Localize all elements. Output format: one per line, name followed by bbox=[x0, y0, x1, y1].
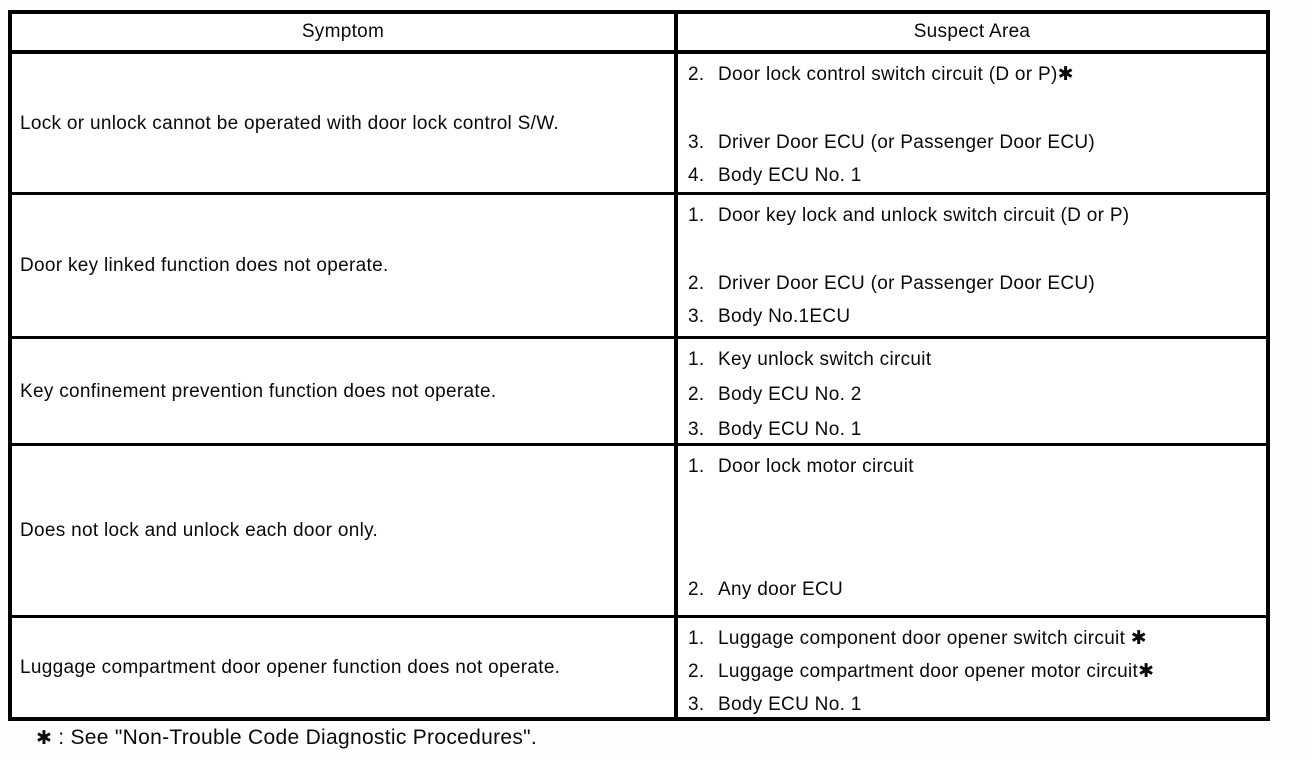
suspect-item-number: 2. bbox=[688, 64, 705, 85]
symptom-cell: Luggage compartment door opener function… bbox=[12, 615, 678, 717]
symptom-suspect-table: Symptom Suspect Area Lock or unlock cann… bbox=[8, 10, 1270, 721]
suspect-item-number: 1. bbox=[688, 628, 705, 649]
suspect-cell: 1. Luggage component door opener switch … bbox=[678, 615, 1266, 717]
suspect-item-text: Body ECU No. 2 bbox=[718, 384, 862, 405]
suspect-item-number: 3. bbox=[688, 694, 705, 715]
suspect-item-text: Key unlock switch circuit bbox=[718, 349, 932, 370]
symptom-text: Lock or unlock cannot be operated with d… bbox=[20, 112, 559, 134]
suspect-cell: 1. Door key lock and unlock switch circu… bbox=[678, 192, 1266, 336]
suspect-item-text: Body No.1ECU bbox=[718, 306, 851, 327]
suspect-item: 4. Body ECU No. 1 bbox=[688, 165, 1258, 187]
column-header-suspect-area-label: Suspect Area bbox=[913, 21, 1031, 42]
suspect-item-text: Luggage component door opener switch cir… bbox=[718, 628, 1147, 649]
suspect-item: 1. Key unlock switch circuit bbox=[688, 349, 1258, 371]
suspect-item-number: 4. bbox=[688, 165, 705, 186]
symptom-text: Door key linked function does not operat… bbox=[20, 255, 389, 276]
suspect-item: 2. Door lock control switch circuit (D o… bbox=[688, 64, 1258, 86]
suspect-item-text: Door key lock and unlock switch circuit … bbox=[718, 205, 1130, 226]
symptom-cell: Key confinement prevention function does… bbox=[12, 336, 678, 443]
symptom-cell: Door key linked function does not operat… bbox=[12, 192, 678, 336]
suspect-item-number: 2. bbox=[688, 661, 705, 682]
suspect-item: 3. Body ECU No. 1 bbox=[688, 419, 1258, 441]
suspect-item-text: Driver Door ECU (or Passenger Door ECU) bbox=[718, 273, 1096, 294]
suspect-item-number: 1. bbox=[688, 349, 705, 370]
symptom-cell: Does not lock and unlock each door only. bbox=[12, 443, 678, 615]
suspect-item-text: Body ECU No. 1 bbox=[718, 165, 862, 186]
suspect-cell: 1. Key unlock switch circuit 2. Body ECU… bbox=[678, 336, 1266, 443]
symptom-text: Key confinement prevention function does… bbox=[20, 380, 497, 402]
suspect-item: 3. Body ECU No. 1 bbox=[688, 694, 1258, 716]
asterisk-star-icon: ✱ bbox=[36, 728, 53, 749]
suspect-item: 2. Body ECU No. 2 bbox=[688, 384, 1258, 406]
suspect-item: 2. Driver Door ECU (or Passenger Door EC… bbox=[688, 273, 1258, 295]
suspect-item-text: Luggage compartment door opener motor ci… bbox=[718, 661, 1155, 682]
suspect-item-number: 1. bbox=[688, 456, 705, 477]
suspect-item-number: 2. bbox=[688, 273, 705, 294]
suspect-item: 1. Door key lock and unlock switch circu… bbox=[688, 205, 1258, 227]
suspect-item: 2. Any door ECU bbox=[688, 579, 1258, 601]
suspect-item-number: 2. bbox=[688, 384, 705, 405]
column-header-suspect-area: Suspect Area bbox=[678, 14, 1266, 50]
suspect-cell: 1. Door lock motor circuit 2. Any door E… bbox=[678, 443, 1266, 615]
suspect-item-text: Door lock motor circuit bbox=[718, 456, 914, 477]
suspect-item-number: 1. bbox=[688, 205, 705, 226]
symptom-text: Does not lock and unlock each door only. bbox=[20, 520, 379, 541]
suspect-item-text: Body ECU No. 1 bbox=[718, 694, 862, 715]
suspect-item-number: 3. bbox=[688, 132, 705, 153]
suspect-cell: 2. Door lock control switch circuit (D o… bbox=[678, 50, 1266, 192]
suspect-item: 1. Luggage component door opener switch … bbox=[688, 628, 1258, 650]
suspect-item-number: 3. bbox=[688, 306, 705, 327]
suspect-item: 3. Driver Door ECU (or Passenger Door EC… bbox=[688, 132, 1258, 154]
suspect-item-text: Door lock control switch circuit (D or P… bbox=[718, 64, 1074, 85]
column-header-symptom: Symptom bbox=[12, 14, 678, 50]
suspect-item-number: 2. bbox=[688, 579, 705, 600]
suspect-item: 1. Door lock motor circuit bbox=[688, 456, 1258, 478]
suspect-item-number: 3. bbox=[688, 419, 705, 440]
suspect-item: 3. Body No.1ECU bbox=[688, 306, 1258, 328]
footnote-text: : See "Non-Trouble Code Diagnostic Proce… bbox=[58, 726, 538, 749]
suspect-item: 2. Luggage compartment door opener motor… bbox=[688, 661, 1258, 683]
column-header-symptom-label: Symptom bbox=[301, 21, 385, 42]
symptom-cell: Lock or unlock cannot be operated with d… bbox=[12, 50, 678, 192]
footnote: ✱ : See "Non-Trouble Code Diagnostic Pro… bbox=[36, 726, 537, 750]
suspect-item-text: Any door ECU bbox=[718, 579, 844, 600]
suspect-item-text: Driver Door ECU (or Passenger Door ECU) bbox=[718, 132, 1096, 153]
symptom-text: Luggage compartment door opener function… bbox=[20, 657, 561, 678]
suspect-item-text: Body ECU No. 1 bbox=[718, 419, 862, 440]
